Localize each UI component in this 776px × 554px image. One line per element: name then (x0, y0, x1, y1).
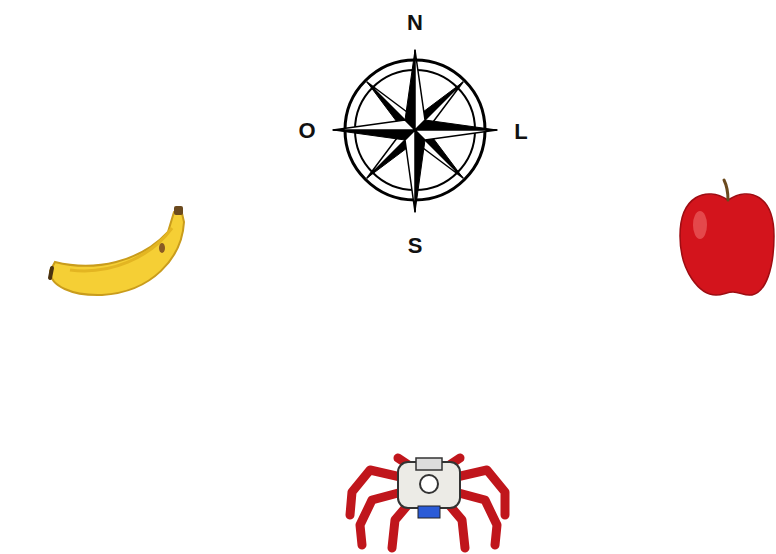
compass-label: S (408, 235, 423, 257)
apple (680, 180, 774, 295)
compass-label: O (298, 120, 315, 142)
hexapod-robot (350, 458, 505, 548)
banana (50, 206, 184, 295)
compass-rose (333, 50, 497, 212)
compass-label: L (514, 121, 527, 143)
compass-label: N (407, 12, 423, 34)
